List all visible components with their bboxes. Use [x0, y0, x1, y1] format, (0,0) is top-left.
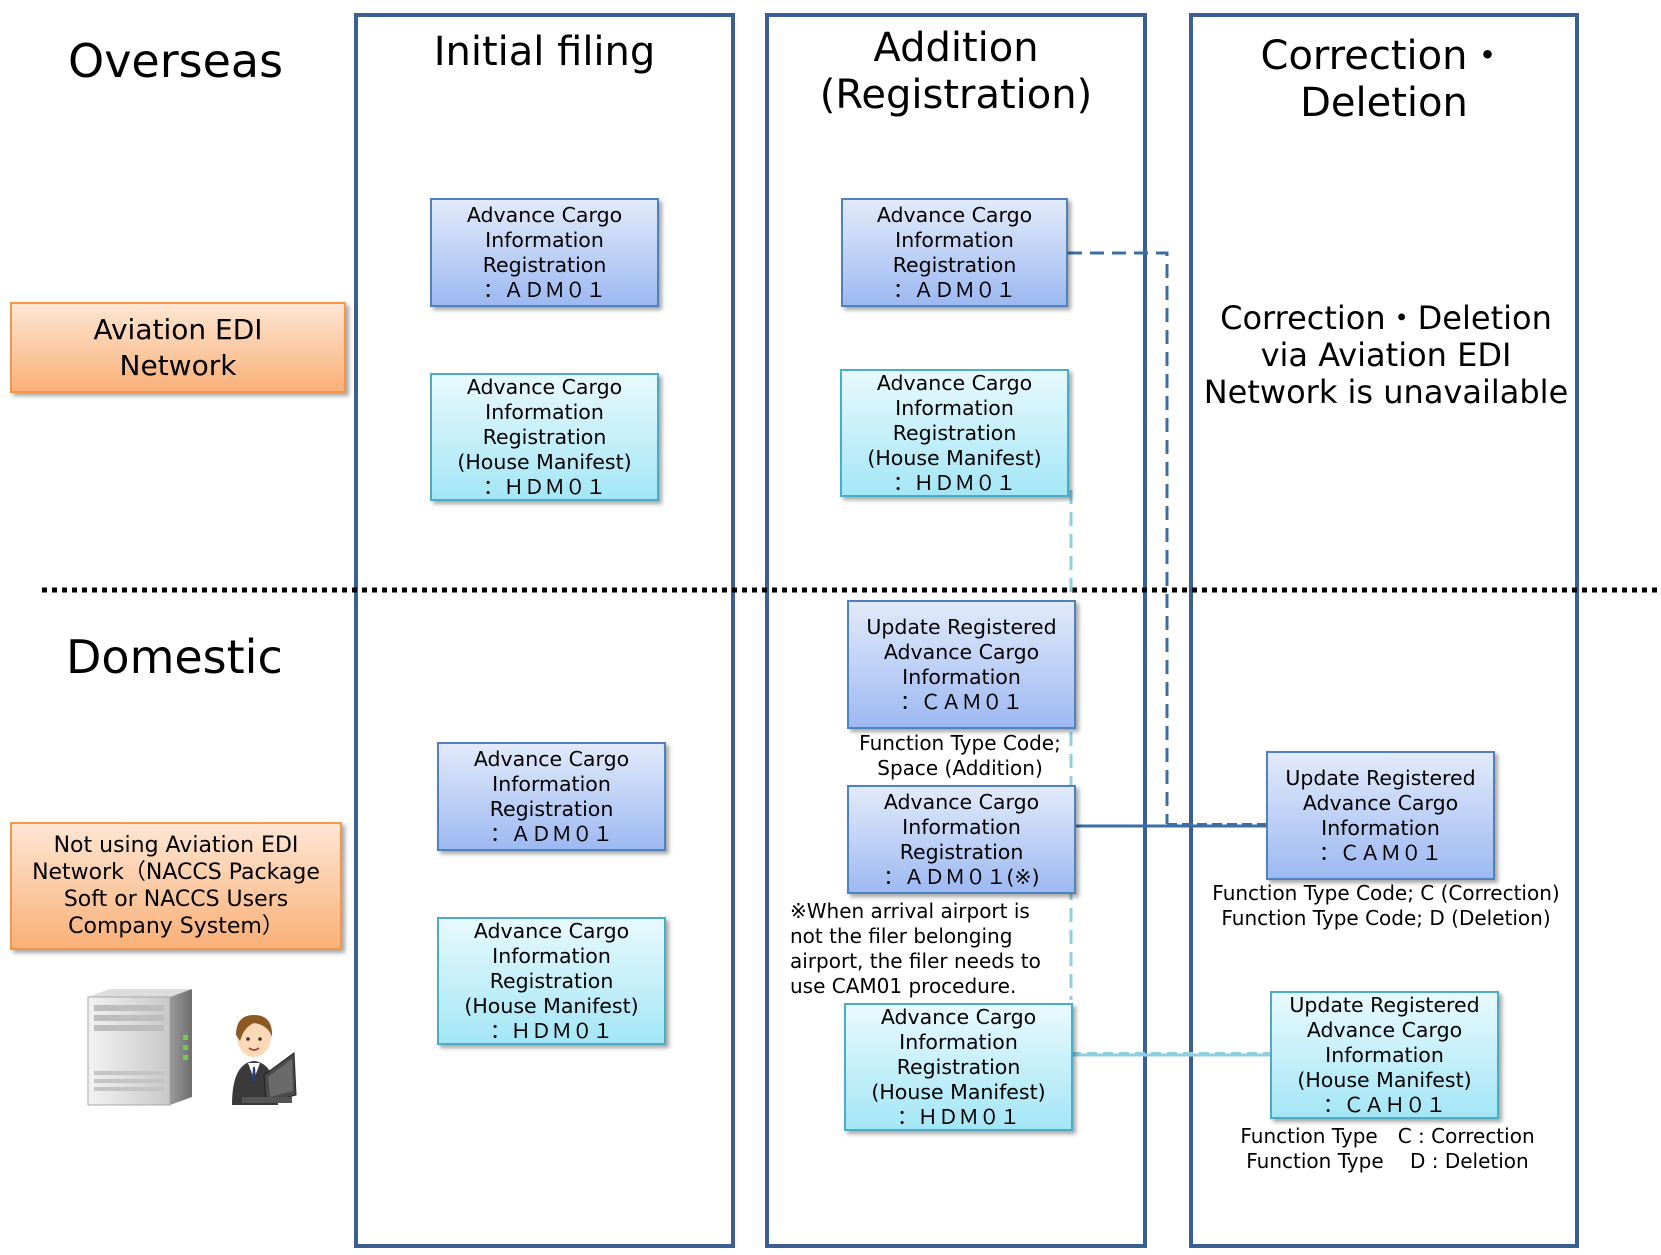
box-line: ：ＣＡＨ０１ — [1323, 1092, 1446, 1117]
box-line: Registration — [482, 252, 607, 277]
note-line: Function Type Code; — [859, 731, 1061, 755]
box-line: Advance Cargo — [883, 639, 1040, 664]
box-line: ：ＨＤＭ０１ — [897, 1104, 1020, 1129]
box-line: ：ＨＤＭ０１ — [483, 474, 606, 499]
column-title-addition: Addition (Registration) — [819, 25, 1093, 118]
note-line: Function Type D : Deletion — [1246, 1149, 1529, 1173]
box-line: Update Registered — [1285, 765, 1476, 790]
domestic-correction-cam01-box: Update Registered Advance Cargo Informat… — [1266, 751, 1495, 880]
note-line: not the filer belonging — [790, 924, 1013, 948]
box-line: ：ＨＤＭ０１ — [490, 1018, 613, 1043]
note-line: Space (Addition) — [877, 756, 1043, 780]
column-initial-filing: Initial filing — [354, 13, 735, 1248]
unavailable-line: Correction・Deletion — [1220, 299, 1552, 337]
box-line: ：ＣＡＭ０１ — [900, 689, 1023, 714]
box-line: ：ＡＤＭ０１ — [483, 277, 606, 302]
box-line: Information — [902, 814, 1021, 839]
column-title-initial: Initial filing — [433, 29, 656, 75]
overseas-initial-hdm01-box: Advance Cargo Information Registration (… — [430, 373, 659, 501]
box-line: Information — [902, 664, 1021, 689]
box-line: Registration — [892, 420, 1017, 445]
box-line: Advance Cargo — [876, 202, 1033, 227]
box-line: (House Manifest) — [457, 449, 632, 474]
cam01-function-note: Function Type Code; Space (Addition) — [840, 731, 1080, 781]
person-laptop-icon — [232, 1015, 297, 1105]
correction-cam01-function-note: Function Type Code; C (Correction) Funct… — [1205, 881, 1567, 931]
box-line: Update Registered — [866, 614, 1057, 639]
domestic-correction-cah01-box: Update Registered Advance Cargo Informat… — [1270, 991, 1499, 1119]
aviation-edi-line-1: Aviation EDI — [93, 312, 263, 346]
box-line: Information — [1325, 1042, 1444, 1067]
box-line: Information — [899, 1029, 1018, 1054]
domestic-addition-adm01-box: Advance Cargo Information Registration ：… — [847, 785, 1076, 894]
note-line: airport, the filer needs to — [790, 949, 1041, 973]
region-overseas: Overseas — [68, 34, 284, 88]
box-line: Information — [492, 943, 611, 968]
box-line: ：ＡＤＭ０１(※) — [883, 864, 1040, 889]
aviation-edi-network-box: Aviation EDI Network — [10, 302, 346, 393]
not-using-line-1: Not using Aviation EDI — [53, 833, 299, 858]
correction-unavailable-text: Correction・Deletion via Aviation EDI Net… — [1196, 300, 1576, 411]
box-line: ：ＣＡＭ０１ — [1319, 840, 1442, 865]
unavailable-line: via Aviation EDI — [1260, 336, 1512, 374]
domestic-addition-hdm01-box: Advance Cargo Information Registration (… — [844, 1003, 1073, 1131]
region-domestic: Domestic — [66, 630, 283, 684]
overseas-addition-adm01-box: Advance Cargo Information Registration ：… — [841, 198, 1068, 307]
box-line: Advance Cargo — [1302, 790, 1459, 815]
box-line: Information — [1321, 815, 1440, 840]
box-line: ：ＡＤＭ０１ — [490, 821, 613, 846]
box-line: (House Manifest) — [871, 1079, 1046, 1104]
box-line: Advance Cargo — [473, 918, 630, 943]
note-line: use CAM01 procedure. — [790, 974, 1017, 998]
box-line: Information — [895, 227, 1014, 252]
box-line: Advance Cargo — [1306, 1017, 1463, 1042]
box-line: Advance Cargo — [466, 374, 623, 399]
column-correction-deletion: Correction・ Deletion — [1189, 13, 1579, 1248]
note-line: ※When arrival airport is — [790, 899, 1030, 923]
box-line: ：ＨＤＭ０１ — [893, 470, 1016, 495]
domestic-initial-hdm01-box: Advance Cargo Information Registration (… — [437, 917, 666, 1045]
box-line: Information — [492, 771, 611, 796]
box-line: Advance Cargo — [883, 789, 1040, 814]
box-line: Advance Cargo — [473, 746, 630, 771]
box-line: ：ＡＤＭ０１ — [893, 277, 1016, 302]
unavailable-line: Network is unavailable — [1203, 373, 1569, 411]
note-line: Function Type Code; C (Correction) — [1212, 881, 1560, 905]
box-line: Update Registered — [1289, 992, 1480, 1017]
box-line: Information — [485, 399, 604, 424]
overseas-addition-hdm01-box: Advance Cargo Information Registration (… — [840, 369, 1069, 497]
column-title-correction: Correction・ Deletion — [1260, 33, 1508, 126]
domestic-addition-cam01-box: Update Registered Advance Cargo Informat… — [847, 600, 1076, 729]
not-using-line-4: Company System） — [68, 914, 284, 939]
box-line: (House Manifest) — [867, 445, 1042, 470]
box-line: Information — [895, 395, 1014, 420]
correction-cah01-function-note: Function Type C : Correction Function Ty… — [1215, 1124, 1560, 1174]
note-line: Function Type C : Correction — [1240, 1124, 1535, 1148]
box-line: Registration — [899, 839, 1024, 864]
box-line: Advance Cargo — [466, 202, 623, 227]
not-using-edi-box: Not using Aviation EDI Network（NACCS Pac… — [10, 822, 342, 950]
box-line: Advance Cargo — [876, 370, 1033, 395]
box-line: (House Manifest) — [1297, 1067, 1472, 1092]
server-icon — [87, 989, 192, 1106]
box-line: Registration — [489, 796, 614, 821]
box-line: Information — [485, 227, 604, 252]
box-line: Registration — [892, 252, 1017, 277]
aviation-edi-line-2: Network — [119, 348, 237, 382]
overseas-initial-adm01-box: Advance Cargo Information Registration ：… — [430, 198, 659, 307]
box-line: Registration — [482, 424, 607, 449]
box-line: (House Manifest) — [464, 993, 639, 1018]
not-using-line-2: Network（NACCS Package — [32, 860, 320, 885]
box-line: Advance Cargo — [880, 1004, 1037, 1029]
domestic-initial-adm01-box: Advance Cargo Information Registration ：… — [437, 742, 666, 851]
adm01-footnote: ※When arrival airport is not the filer b… — [790, 899, 1041, 999]
box-line: Registration — [896, 1054, 1021, 1079]
not-using-line-3: Soft or NACCS Users — [63, 887, 289, 912]
note-line: Function Type Code; D (Deletion) — [1221, 906, 1551, 930]
box-line: Registration — [489, 968, 614, 993]
